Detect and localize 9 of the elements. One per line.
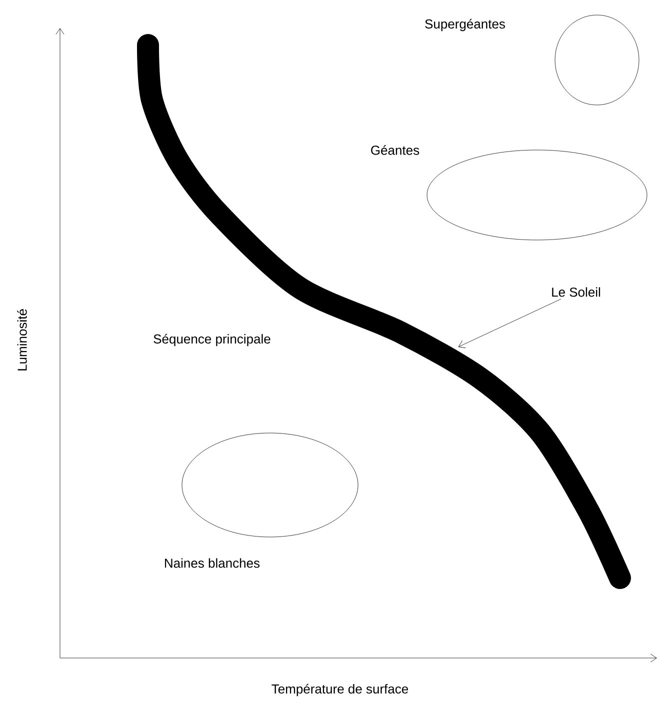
ellipse-shape (554, 14, 640, 106)
axis-label: Température de surface (272, 684, 408, 696)
axis-label: Luminosité (17, 309, 27, 370)
region-label: Séquence principale (154, 334, 270, 346)
main-sequence-band (137, 34, 631, 589)
region-label: Géantes (371, 145, 420, 155)
ellipse-shape (426, 150, 648, 240)
region-label: Naines blanches (165, 558, 260, 568)
leader-arrow (458, 298, 562, 348)
